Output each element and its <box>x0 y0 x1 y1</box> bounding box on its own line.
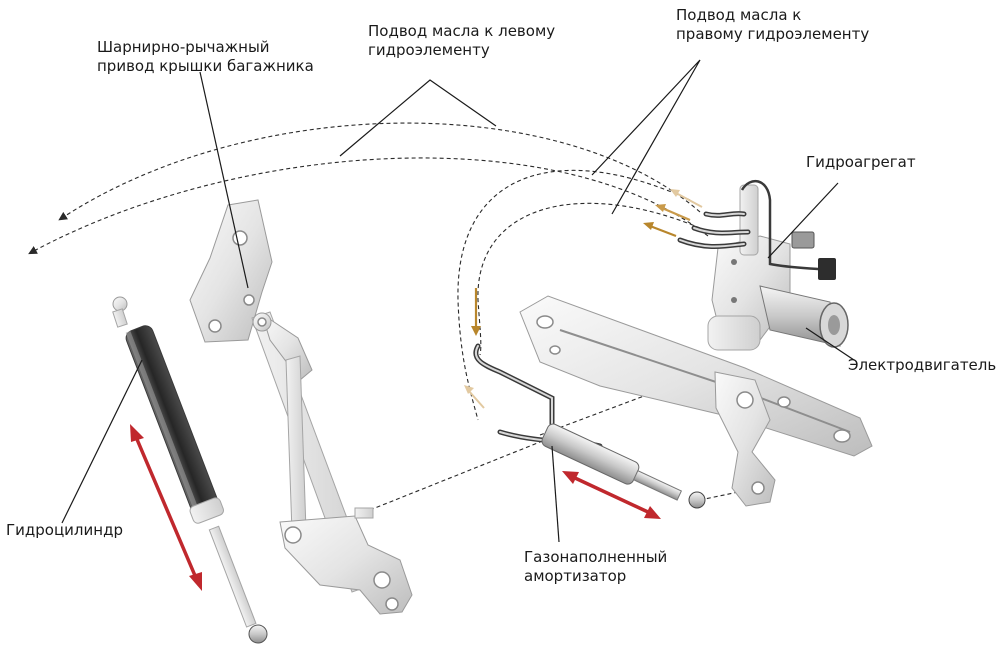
linkage-top-bracket <box>189 199 273 343</box>
oil-line-left <box>28 122 709 255</box>
trunk-lid-linkage <box>189 199 413 615</box>
label-gas-strut-line-1: Газонаполненный <box>524 548 668 566</box>
hinge-arm-bracket <box>714 371 776 507</box>
bracket-pivot-hole <box>736 391 754 409</box>
label-oil-right-line-2: правому гидроэлементу <box>676 25 870 43</box>
oil-flow-arrow-out-2 <box>655 204 691 222</box>
label-hydro-unit-text: Гидроагрегат <box>806 153 916 171</box>
electric-motor <box>759 285 849 348</box>
gas-strut-motion-arrow <box>562 471 661 519</box>
leader-lines <box>61 59 855 543</box>
motor-shaft <box>828 315 840 335</box>
oil-flow-arrow-up <box>464 385 485 409</box>
oil-flow-arrow-down <box>471 288 481 336</box>
base-hole-2 <box>373 571 391 589</box>
hinge-arm-hole-2 <box>549 345 561 355</box>
hydro-unit-base <box>707 315 761 351</box>
linkage-pivot-top-hole <box>257 317 267 327</box>
gas-strut-ball-end <box>688 491 706 509</box>
leader-oil-left <box>339 79 497 157</box>
gas-strut-hose-highlight <box>475 345 553 433</box>
leader-hydro-unit <box>767 182 839 259</box>
bracket-hole-top <box>232 230 248 246</box>
cylinder-top-rod <box>112 308 128 328</box>
hydro-unit-wire <box>740 179 831 272</box>
bracket-hole-mid <box>243 294 255 306</box>
hinge-arm-hole-1 <box>536 315 554 329</box>
cylinder-top-eye <box>112 296 128 312</box>
leader-motor <box>805 327 855 361</box>
label-hydro-unit: Гидроагрегат <box>806 153 916 172</box>
cylinder-motion-arrow <box>130 424 202 591</box>
base-hole-3 <box>385 597 399 611</box>
label-cylinder: Гидроцилиндр <box>6 521 123 540</box>
leader-oil-right <box>591 59 701 215</box>
bracket-ball-socket <box>751 481 765 495</box>
bracket-hole-left <box>208 319 222 333</box>
base-hole-1 <box>284 526 302 544</box>
trunk-hinge-arm <box>519 295 873 507</box>
electrical-connector <box>818 258 836 280</box>
hydraulic-cylinder <box>112 296 268 644</box>
hose-2-highlight <box>693 227 749 234</box>
linkage-lever-vertical <box>285 355 307 533</box>
leader-linkage <box>199 71 249 289</box>
cylinder-ball-end <box>248 624 268 644</box>
cylinder-body <box>125 325 224 524</box>
hydro-unit-bolt-2 <box>731 297 737 303</box>
label-oil-left: Подвод масла к левому гидроэлементу <box>368 22 555 60</box>
oil-flow-arrows <box>464 189 703 409</box>
linkage-base-plate <box>279 515 413 615</box>
hose-3-highlight <box>679 239 745 248</box>
label-linkage-line-2: привод крышки багажника <box>97 57 314 75</box>
label-motor: Электродвигатель <box>848 356 996 375</box>
hinge-arm-hole-4 <box>833 429 851 443</box>
hydro-unit-bolt-1 <box>731 259 737 265</box>
label-motor-text: Электродвигатель <box>848 356 997 374</box>
hinge-arm-hole-3 <box>777 396 791 408</box>
label-oil-left-line-1: Подвод масла к левому <box>368 22 556 40</box>
hose-1-highlight <box>705 212 745 217</box>
label-oil-right: Подвод масла к правому гидроэлементу <box>676 6 869 44</box>
hydro-unit-valve <box>791 231 815 249</box>
label-oil-left-line-2: гидроэлементу <box>368 41 490 59</box>
hydro-unit-reservoir <box>739 184 759 256</box>
cylinder-piston-rod <box>208 525 257 628</box>
label-gas-strut-line-2: амортизатор <box>524 567 627 585</box>
label-cylinder-text: Гидроцилиндр <box>6 521 123 539</box>
gas-strut <box>473 343 706 509</box>
label-linkage-line-1: Шарнирно-рычажный <box>97 38 270 56</box>
label-oil-right-line-1: Подвод масла к <box>676 6 802 24</box>
leader-cylinder <box>61 359 143 524</box>
oil-flow-arrow-out-1 <box>670 189 703 208</box>
label-linkage: Шарнирно-рычажный привод крышки багажник… <box>97 38 314 76</box>
gas-strut-body <box>541 423 683 501</box>
base-bolt <box>354 507 374 519</box>
oil-flow-arrow-out-3 <box>643 222 677 238</box>
label-gas-strut: Газонаполненный амортизатор <box>524 548 667 586</box>
leader-gas-strut <box>551 445 560 543</box>
